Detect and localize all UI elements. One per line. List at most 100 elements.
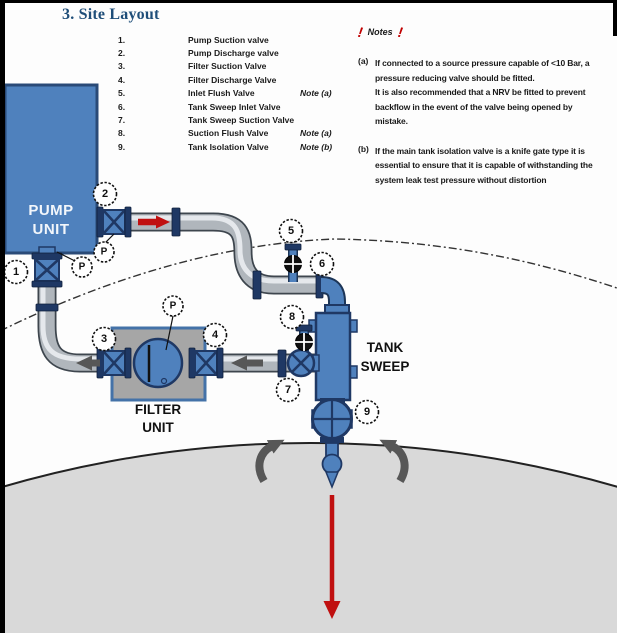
valve-number: 2. <box>118 48 126 59</box>
scan-border-top <box>0 0 617 3</box>
valve-label: Tank Sweep Suction Valve <box>188 115 295 126</box>
sweep-flow-arrow-right <box>379 439 409 484</box>
valve-number: 3. <box>118 61 126 72</box>
valve-list-row: 3. Filter Suction Valve <box>118 60 378 73</box>
filter-unit-label-line2: UNIT <box>142 420 174 435</box>
valve-label: Pump Suction valve <box>188 34 269 45</box>
valve-number: 7. <box>118 115 126 126</box>
note-paragraph: If connected to a source pressure capabl… <box>375 58 590 83</box>
valve-badge-1: 1 <box>3 259 29 285</box>
valve-badge-3: 3 <box>91 326 117 352</box>
valve-list-row: 4. Filter Discharge Valve <box>118 73 378 86</box>
valve-label: Inlet Flush Valve <box>188 88 255 99</box>
filter-unit-label-line1: FILTER <box>135 402 181 417</box>
gauge-leader <box>56 251 76 262</box>
valve-label: Tank Sweep Inlet Valve <box>188 101 281 112</box>
valve-number: 9. <box>118 141 126 152</box>
valve-badge-8: 8 <box>279 304 305 330</box>
page-title: 3. Site Layout <box>62 6 160 23</box>
valve-badge-7: 7 <box>275 377 301 403</box>
valve-list-row: 5. Inlet Flush Valve Note (a) <box>118 87 378 100</box>
valve-number: 4. <box>118 74 126 85</box>
valve-list-row: 9. Tank Isolation Valve Note (b) <box>118 140 378 153</box>
svg-text:7: 7 <box>285 384 291 396</box>
valve-label: Suction Flush Valve <box>188 128 269 139</box>
tank-isolation-valve <box>311 398 353 440</box>
svg-text:P: P <box>170 301 177 312</box>
valve-list-row: 8. Suction Flush Valve Note (a) <box>118 127 378 140</box>
svg-text:P: P <box>101 247 108 258</box>
valve-badge-9: 9 <box>354 399 380 425</box>
valve-badge-5: 5 <box>278 218 304 244</box>
filter-drain <box>160 377 168 385</box>
sweep-flow-arrow-left <box>255 439 285 484</box>
valve-badge-6: 6 <box>309 251 335 277</box>
note-id: (b) <box>358 143 369 154</box>
note-paragraph: It is also recommended that a NRV be fit… <box>375 87 586 126</box>
filter-discharge-valve <box>188 347 224 379</box>
note-b-text: If the main tank isolation valve is a kn… <box>375 144 601 188</box>
pipe-flange <box>277 349 287 378</box>
valve-list: 1. Pump Suction valve 2. Pump Discharge va… <box>118 33 378 154</box>
valve-list-row: 1. Pump Suction valve <box>118 33 378 46</box>
filter-suction-valve <box>96 347 132 379</box>
valve-number: 5. <box>118 88 126 99</box>
note-id: (a) <box>358 56 369 66</box>
tank-dome <box>0 442 617 633</box>
valve-number: 6. <box>118 101 126 112</box>
notes-heading-text: Notes <box>367 27 393 37</box>
note-a: (a) If connected to a source pressure ca… <box>358 56 604 129</box>
valve-note-ref: Note (a) <box>300 88 332 99</box>
valve-badge-4: 4 <box>202 322 228 348</box>
svg-text:4: 4 <box>212 329 219 341</box>
pump-unit-label-line2: UNIT <box>33 221 70 238</box>
valve-label: Filter Suction Valve <box>188 61 267 72</box>
tank-sweep-inlet-elbow <box>320 276 346 318</box>
pressure-gauge-suction: P <box>71 256 93 278</box>
svg-text:3: 3 <box>101 333 107 345</box>
pressure-gauge-discharge: P <box>93 241 115 263</box>
valve-list-row: 7. Tank Sweep Suction Valve <box>118 113 378 126</box>
svg-text:P: P <box>79 262 86 273</box>
pump-discharge-valve <box>96 206 132 238</box>
valve-number: 8. <box>118 128 126 139</box>
valve-label: Pump Discharge valve <box>188 48 279 59</box>
pump-unit-label-line1: PUMP <box>28 202 73 219</box>
valve-note-ref: Note (b) <box>300 141 333 152</box>
pipe-flange <box>171 207 181 237</box>
scan-border-left <box>0 0 5 633</box>
valve-note-ref: Note (a) <box>300 128 332 139</box>
tank-wall-centerline <box>0 238 617 332</box>
valve-label: Tank Isolation Valve <box>188 141 269 152</box>
valve-label: Filter Discharge Valve <box>188 74 277 85</box>
pipe-flange <box>252 270 262 300</box>
notes-heading: ! Notes ! <box>357 24 604 40</box>
pressure-gauge-filter: P <box>162 295 184 317</box>
filter-element <box>132 337 184 389</box>
svg-text:9: 9 <box>364 406 370 418</box>
inlet-flush-valve <box>284 255 302 273</box>
tank-sweep-suction-valve <box>286 348 316 378</box>
pipe-flange <box>35 303 59 312</box>
suction-flush-valve <box>295 333 313 351</box>
tank-sweep-body <box>308 304 358 405</box>
note-a-text: If connected to a source pressure capabl… <box>375 56 601 129</box>
pump-unit: PUMP UNIT <box>3 83 99 255</box>
svg-text:6: 6 <box>319 258 325 270</box>
gauge-leader <box>165 315 174 351</box>
svg-text:2: 2 <box>102 188 108 200</box>
valve-badge-2: 2 <box>92 181 118 207</box>
note-paragraph: If the main tank isolation valve is a kn… <box>375 145 593 185</box>
svg-text:5: 5 <box>288 225 294 237</box>
valve-number: 1. <box>118 34 126 45</box>
pump-suction-valve <box>31 252 63 288</box>
scan-border-right <box>613 0 617 36</box>
note-b: (b) If the main tank isolation valve is … <box>358 144 604 188</box>
svg-text:1: 1 <box>13 266 19 278</box>
sweep-nozzle <box>320 437 344 490</box>
svg-text:8: 8 <box>289 311 295 323</box>
tank-sweep-label-line2: SWEEP <box>361 359 410 374</box>
notes-panel: ! Notes ! (a) If connected to a source p… <box>357 24 604 188</box>
gauge-leader <box>104 233 115 244</box>
